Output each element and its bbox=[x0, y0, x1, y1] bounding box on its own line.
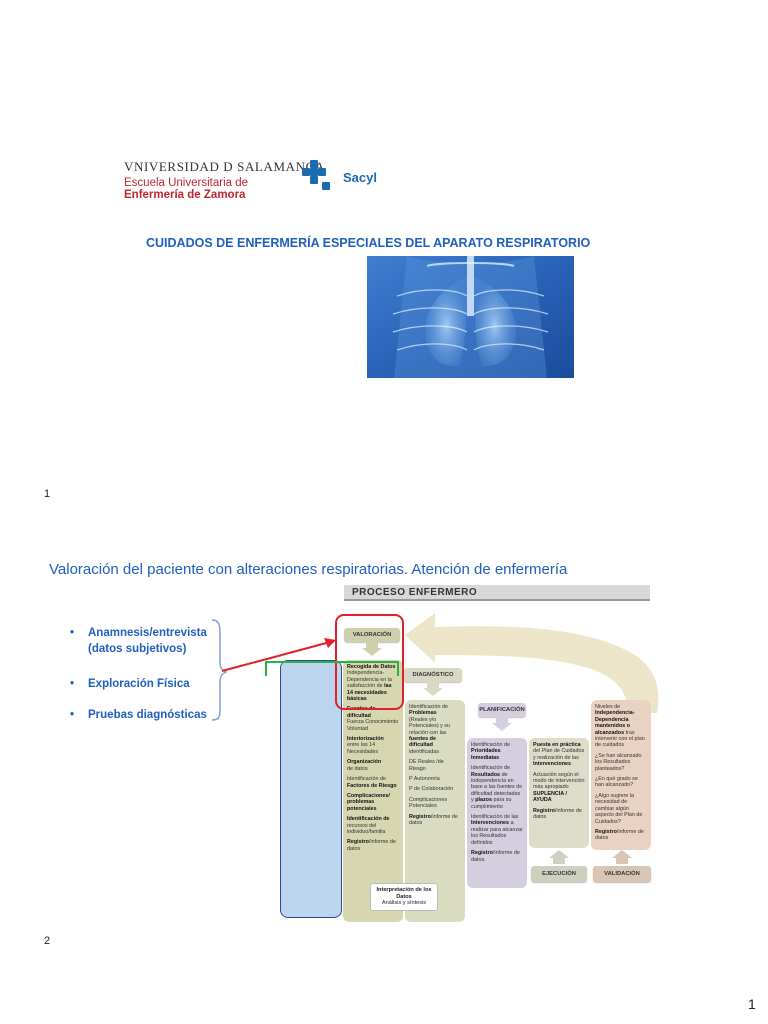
slide2-title: Valoración del paciente con alteraciones… bbox=[49, 561, 568, 578]
lungs-xray-image bbox=[367, 256, 574, 378]
bullet-diagnostic-tests: Pruebas diagnósticas bbox=[70, 707, 228, 723]
bullets-bracket bbox=[211, 619, 228, 721]
slide1-page-number: 1 bbox=[44, 488, 51, 500]
ejecucion-tag: EJECUCIÓN bbox=[531, 866, 587, 882]
document-page-number: 1 bbox=[748, 996, 756, 1012]
slide1-title: CUIDADOS DE ENFERMERÍA ESPECIALES DEL AP… bbox=[146, 236, 591, 250]
sacyl-logo-text: Sacyl bbox=[343, 170, 377, 185]
interpretation-box: Interpretación de los Datos Análisis y s… bbox=[370, 883, 438, 911]
school-name-line2: Enfermería de Zamora bbox=[124, 189, 246, 201]
interpretation-title: Interpretación de los Datos bbox=[376, 887, 432, 900]
cycle-return-arrow bbox=[405, 613, 659, 713]
bullet-physical-exam: Exploración Física bbox=[70, 676, 228, 692]
planificacion-tag: PLANIFICACIÓN bbox=[478, 703, 526, 717]
blue-sidebar-panel bbox=[280, 660, 342, 918]
validacion-tag: VALIDACIÓN bbox=[593, 866, 651, 882]
ejecucion-column: Puesta en práctica del Plan de Cuidados … bbox=[529, 738, 589, 848]
sacyl-logo-icon bbox=[302, 160, 330, 190]
red-pointer-line bbox=[221, 641, 331, 672]
valoracion-down-arrow-icon bbox=[362, 642, 382, 656]
diagnostico-down-arrow-icon bbox=[423, 682, 443, 696]
slide2-page-number: 2 bbox=[44, 935, 51, 947]
university-name: VNIVERSIDAD D SALAMANCA bbox=[124, 159, 325, 174]
ejecucion-up-arrow-icon bbox=[549, 850, 569, 864]
red-arrow-head-icon bbox=[324, 638, 336, 648]
validacion-column: Niveles de Independencia-Dependencia man… bbox=[591, 700, 651, 850]
school-name-line1: Escuela Universitaria de bbox=[124, 177, 249, 189]
planificacion-down-arrow-icon bbox=[492, 717, 512, 731]
bullet-anamnesis: Anamnesis/entrevista (datos subjetivos) bbox=[70, 625, 228, 657]
interpretation-subtitle: Análisis y síntesis bbox=[381, 900, 427, 907]
green-bracket bbox=[265, 661, 399, 676]
valoracion-tag: VALORACIÓN bbox=[344, 628, 400, 642]
assessment-bullet-list: Anamnesis/entrevista (datos subjetivos) … bbox=[70, 625, 228, 723]
process-header: PROCESO ENFERMERO bbox=[344, 585, 650, 601]
validacion-up-arrow-icon bbox=[612, 850, 632, 864]
annotation-overlay bbox=[211, 619, 399, 721]
diagnostico-tag: DIAGNÓSTICO bbox=[404, 668, 462, 682]
